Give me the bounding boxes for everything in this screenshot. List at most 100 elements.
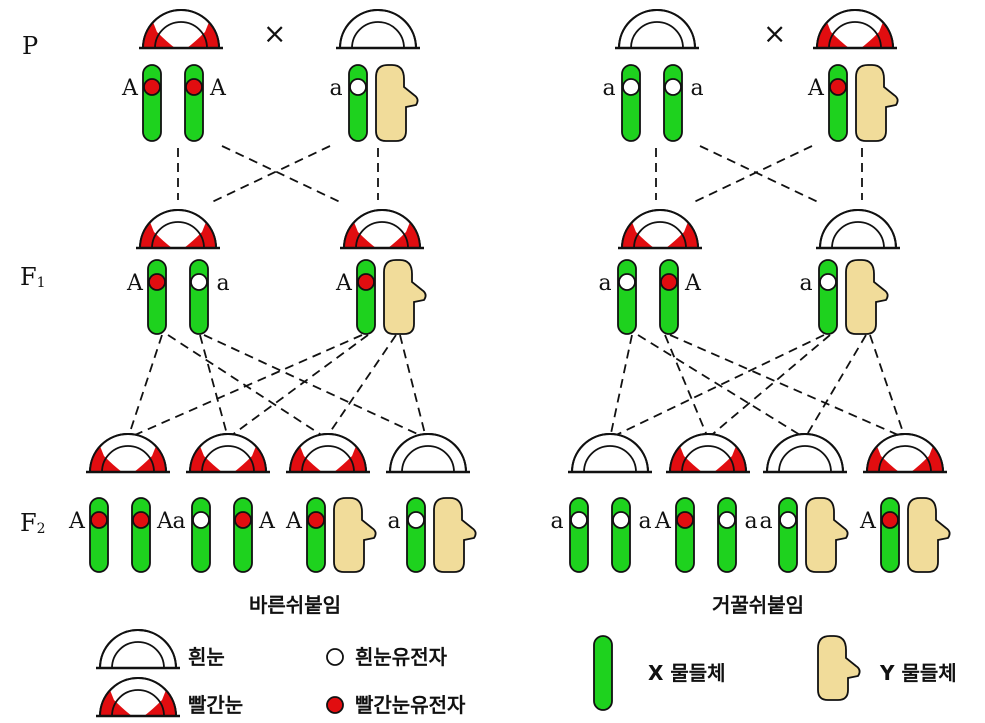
x-chromosome-icon xyxy=(147,259,167,335)
y-chromosome-icon xyxy=(845,259,889,335)
x-chromosome-icon xyxy=(611,497,631,573)
allele-label: A xyxy=(335,271,353,296)
allele-label: a xyxy=(329,76,342,101)
caption-right: 거꿀쉬붙임 xyxy=(712,593,804,617)
allele-label: A xyxy=(68,509,86,534)
white-gene-icon xyxy=(407,511,425,529)
legend: 흰눈 빨간눈 흰눈유전자 빨간눈유전자 X 물들체 Y 물들체 xyxy=(96,629,957,718)
p-male-eye-left xyxy=(336,9,420,50)
red-gene-icon xyxy=(307,511,325,529)
x-chromosome-icon xyxy=(659,259,679,335)
x-chromosome-icon xyxy=(306,497,326,573)
white-gene-icon xyxy=(190,273,208,291)
f2-eye-2-left xyxy=(186,433,270,474)
x-chromosome-icon xyxy=(880,497,900,573)
red-gene-icon xyxy=(148,273,166,291)
p-male-eye-right xyxy=(813,9,897,50)
x-chromosome-icon xyxy=(191,497,211,573)
f2-eye-3-left xyxy=(286,433,370,474)
f2-genotype-3-right xyxy=(778,497,849,573)
x-chromosome-icon xyxy=(184,64,204,142)
p-male-genotype-left xyxy=(348,64,419,142)
legend-red-gene-icon xyxy=(326,696,344,714)
f1-male-genotype-left xyxy=(356,259,427,335)
allele-label: a xyxy=(216,271,229,296)
f2-eye-1-right xyxy=(568,433,652,474)
f2-eye-4-left xyxy=(386,433,470,474)
white-gene-icon xyxy=(718,511,736,529)
x-chromosome-icon xyxy=(142,64,162,142)
p-female-eye-left xyxy=(139,9,223,50)
allele-label: a xyxy=(550,509,563,534)
allele-label: A xyxy=(121,76,139,101)
white-gene-icon xyxy=(622,78,640,96)
f2-genotype-4-right xyxy=(880,497,951,573)
allele-label: a xyxy=(172,509,185,534)
red-gene-icon xyxy=(143,78,161,96)
f1-male-eye-left xyxy=(340,209,424,250)
f1-female-eye-right xyxy=(618,209,702,250)
white-gene-icon xyxy=(192,511,210,529)
f1-male-genotype-right xyxy=(818,259,889,335)
x-chromosome-icon xyxy=(778,497,798,573)
y-chromosome-icon xyxy=(375,64,419,142)
generation-label-p: P xyxy=(22,32,38,60)
cross-lines-left xyxy=(127,145,427,439)
x-chromosome-icon xyxy=(406,497,426,573)
allele-label: A xyxy=(285,509,303,534)
x-chromosome-icon xyxy=(233,497,253,573)
legend-white-eye-icon xyxy=(96,629,180,670)
f2-genotype-2-left xyxy=(191,497,253,573)
allele-label: A xyxy=(156,509,174,534)
x-chromosome-icon xyxy=(348,64,368,142)
p-female-eye-right xyxy=(615,9,699,50)
generation-label-f1: F1 xyxy=(20,263,46,291)
legend-white-eye-label: 흰눈 xyxy=(188,645,225,669)
red-gene-icon xyxy=(132,511,150,529)
white-gene-icon xyxy=(612,511,630,529)
allele-label: A xyxy=(126,271,144,296)
legend-y-chromosome-icon xyxy=(817,635,861,701)
p-female-genotype-left xyxy=(142,64,204,142)
caption-left: 바른쉬붙임 xyxy=(249,593,341,617)
allele-label: A xyxy=(209,76,227,101)
f2-eye-2-right xyxy=(666,433,750,474)
allele-label: A xyxy=(258,509,276,534)
p-female-genotype-right xyxy=(621,64,683,142)
x-chromosome-icon xyxy=(356,259,376,335)
x-chromosome-icon xyxy=(828,64,848,142)
allele-label: a xyxy=(799,271,812,296)
red-gene-icon xyxy=(357,273,375,291)
white-gene-icon xyxy=(618,273,636,291)
f1-female-genotype-left xyxy=(147,259,209,335)
legend-red-eye-icon xyxy=(96,677,180,718)
x-chromosome-icon xyxy=(717,497,737,573)
white-gene-icon xyxy=(779,511,797,529)
x-chromosome-icon xyxy=(131,497,151,573)
white-gene-icon xyxy=(570,511,588,529)
legend-white-gene-icon xyxy=(326,648,344,666)
f2-eye-3-right xyxy=(763,433,847,474)
legend-red-gene-label: 빨간눈유전자 xyxy=(355,693,466,717)
f2-eye-1-left xyxy=(86,433,170,474)
y-chromosome-icon xyxy=(805,497,849,573)
legend-x-chromosome-icon xyxy=(593,635,613,711)
cross-lines-right xyxy=(609,145,906,439)
f2-genotype-1-right xyxy=(569,497,631,573)
allele-label: a xyxy=(690,76,703,101)
x-chromosome-icon xyxy=(189,259,209,335)
f2-genotype-1-left xyxy=(89,497,151,573)
generation-label-f2: F2 xyxy=(20,509,46,537)
red-gene-icon xyxy=(829,78,847,96)
legend-white-gene-label: 흰눈유전자 xyxy=(355,645,448,669)
allele-label: A xyxy=(807,76,825,101)
x-chromosome-icon xyxy=(89,497,109,573)
y-chromosome-icon xyxy=(383,259,427,335)
white-gene-icon xyxy=(349,78,367,96)
y-chromosome-icon xyxy=(855,64,899,142)
f2-eye-4-right xyxy=(863,433,947,474)
allele-label: a xyxy=(387,509,400,534)
y-chromosome-icon xyxy=(907,497,951,573)
white-gene-icon xyxy=(664,78,682,96)
